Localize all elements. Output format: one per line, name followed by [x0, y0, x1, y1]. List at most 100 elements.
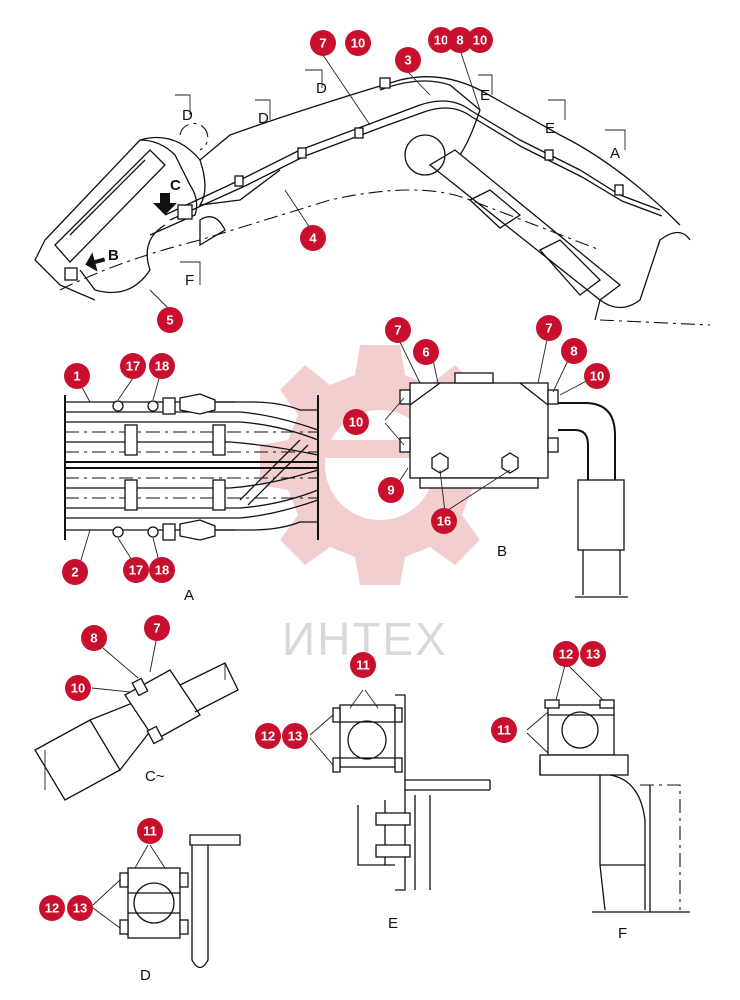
svg-text:8: 8	[90, 631, 97, 646]
view-a-callouts: 1 17 18 2 17 18	[62, 353, 175, 585]
callout-17-top: 17	[120, 353, 146, 379]
svg-text:7: 7	[545, 321, 552, 336]
svg-text:10: 10	[351, 36, 365, 51]
view-marker-e-right: E	[545, 120, 555, 137]
view-f-caption: F	[618, 925, 627, 942]
view-e-caption: E	[388, 915, 398, 932]
arrow-c-icon	[153, 193, 177, 215]
svg-text:8: 8	[570, 344, 577, 359]
svg-text:2: 2	[71, 565, 78, 580]
callout-2: 2	[62, 559, 88, 585]
view-marker-d-left: D	[182, 107, 193, 124]
view-a-caption: A	[184, 587, 194, 604]
callout-10-main-right: 10	[467, 27, 493, 53]
callout-7-main: 7	[310, 30, 336, 56]
svg-text:10: 10	[71, 681, 85, 696]
view-marker-d-middle: D	[258, 110, 269, 127]
view-c-caption: C~	[145, 768, 165, 785]
callout-13-f: 13	[580, 641, 606, 667]
main-boom-view: C B D D D E E A F	[34, 49, 711, 326]
view-marker-d-right: D	[316, 80, 327, 97]
view-marker-c: C	[170, 177, 181, 194]
view-d-caption: D	[140, 967, 151, 984]
view-d-clamp: D	[92, 834, 241, 984]
callout-1: 1	[64, 363, 90, 389]
svg-text:13: 13	[73, 901, 87, 916]
callout-17-bottom: 17	[123, 557, 149, 583]
callout-13-d: 13	[67, 895, 93, 921]
svg-text:12: 12	[559, 647, 573, 662]
view-d-callouts: 11 12 13	[39, 818, 163, 921]
svg-text:4: 4	[309, 231, 317, 246]
svg-text:11: 11	[497, 723, 511, 738]
svg-text:10: 10	[590, 369, 604, 384]
callout-12-d: 12	[39, 895, 65, 921]
svg-text:17: 17	[126, 359, 140, 374]
callout-7-b-right: 7	[536, 315, 562, 341]
svg-text:13: 13	[586, 647, 600, 662]
callout-11-e: 11	[350, 652, 376, 678]
svg-text:12: 12	[261, 729, 275, 744]
svg-text:8: 8	[456, 33, 463, 48]
callout-8-b: 8	[561, 338, 587, 364]
view-f-callouts: 12 13 11	[491, 641, 606, 743]
callout-8-c: 8	[81, 625, 107, 651]
svg-text:12: 12	[45, 901, 59, 916]
view-c-clamp: C~	[34, 635, 239, 801]
callout-9: 9	[378, 477, 404, 503]
view-b-callouts: 7 6 7 8 10 10 9 16	[343, 315, 610, 534]
svg-text:10: 10	[473, 33, 487, 48]
svg-text:3: 3	[404, 53, 411, 68]
view-b-valve-block: B	[384, 334, 628, 598]
callout-10-c: 10	[65, 675, 91, 701]
callout-5-main: 5	[157, 307, 183, 333]
svg-text:18: 18	[155, 563, 169, 578]
callout-12-f: 12	[553, 641, 579, 667]
svg-text:13: 13	[288, 729, 302, 744]
callout-10-b-right: 10	[584, 363, 610, 389]
callout-12-e: 12	[255, 723, 281, 749]
svg-text:9: 9	[387, 483, 394, 498]
callout-11-f: 11	[491, 717, 517, 743]
arrow-b-icon	[85, 252, 106, 272]
svg-text:17: 17	[129, 563, 143, 578]
svg-text:7: 7	[319, 36, 326, 51]
callout-13-e: 13	[282, 723, 308, 749]
svg-text:11: 11	[143, 824, 157, 839]
view-marker-b: B	[108, 247, 119, 264]
view-marker-a: A	[610, 145, 620, 162]
callout-10-main: 10	[345, 30, 371, 56]
callout-8-main: 8	[447, 27, 473, 53]
callout-16: 16	[431, 508, 457, 534]
main-callouts: 7 10 3 10 8 10 4 5	[157, 27, 493, 333]
svg-text:7: 7	[153, 621, 160, 636]
view-c-callouts: 8 7 10	[65, 615, 170, 701]
view-f-bracket: F	[526, 664, 690, 942]
callout-18-bottom: 18	[149, 557, 175, 583]
callout-6: 6	[413, 339, 439, 365]
svg-text:1: 1	[73, 369, 80, 384]
callout-10-main-left: 10	[428, 27, 454, 53]
callout-11-d: 11	[137, 818, 163, 844]
svg-text:5: 5	[166, 313, 173, 328]
callout-10-b-left: 10	[343, 409, 369, 435]
svg-text:16: 16	[437, 514, 451, 529]
callout-7-b-left: 7	[385, 317, 411, 343]
view-b-caption: B	[497, 543, 507, 560]
view-a-hose-bundle: A	[64, 374, 319, 604]
view-e-bracket: E	[309, 689, 491, 932]
svg-text:11: 11	[356, 658, 370, 673]
svg-text:7: 7	[394, 323, 401, 338]
svg-text:6: 6	[422, 345, 429, 360]
callout-4-main: 4	[300, 225, 326, 251]
view-marker-f: F	[185, 272, 194, 289]
view-e-callouts: 11 12 13	[255, 652, 376, 749]
svg-text:18: 18	[155, 359, 169, 374]
svg-text:10: 10	[434, 33, 448, 48]
view-marker-e-left: E	[480, 87, 490, 104]
svg-text:10: 10	[349, 415, 363, 430]
callout-18-top: 18	[149, 353, 175, 379]
callout-3-main: 3	[395, 47, 421, 73]
callout-7-c: 7	[144, 615, 170, 641]
